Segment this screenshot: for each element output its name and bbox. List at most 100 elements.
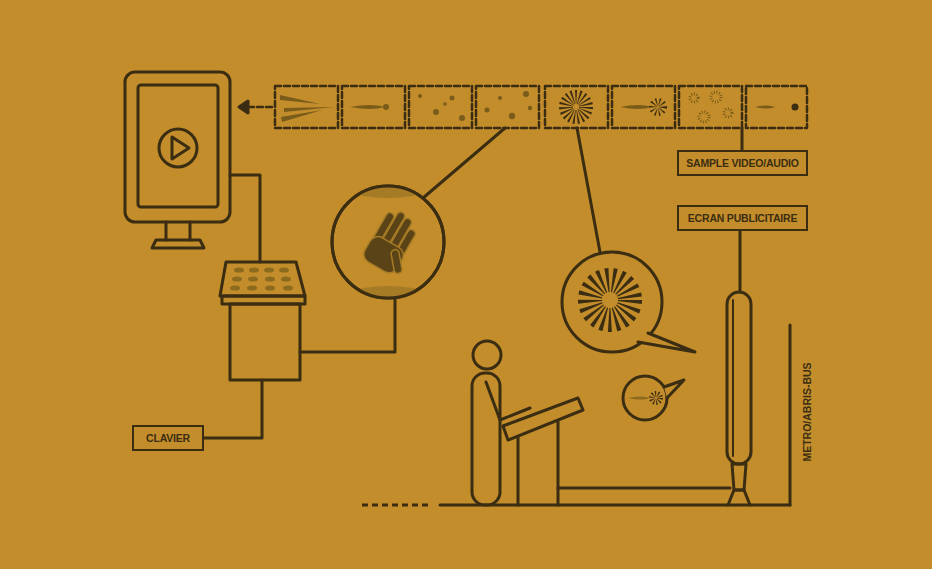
speech-bubble [623,376,684,420]
label-box: SAMPLE VIDEO/AUDIO [677,150,808,176]
leader-line [741,128,744,150]
burst [653,102,663,112]
key [248,276,258,281]
key [249,267,259,272]
wire [558,487,730,490]
screen-foot [728,490,750,505]
play-circle [159,129,197,167]
key [264,267,274,272]
burst [590,280,630,320]
motif [485,108,490,113]
leader-line [739,231,742,292]
palm [361,233,407,276]
drop [628,397,650,400]
frame [679,86,742,128]
motif [459,115,465,121]
motif [280,95,334,122]
motif [620,105,652,109]
wire [230,175,260,262]
label-box: ECRAN PUBLICITAIRE [677,205,808,231]
bubble-tail [638,333,695,352]
keys [230,267,293,290]
screen-edge [732,300,734,456]
leader-line [577,128,600,252]
frame [476,86,539,128]
hand-icon [361,206,429,280]
frame [545,86,608,128]
frame [746,86,807,128]
frame [275,86,338,128]
motif [350,105,385,109]
podium-top [503,398,583,440]
rings [690,92,732,122]
play-triangle [172,137,189,159]
frame [409,86,472,128]
motif [383,104,389,110]
ground-dashed [362,504,432,507]
key [232,276,242,281]
touch-callout [332,174,444,310]
key [265,285,275,290]
key [234,267,244,272]
dashed-arrow [246,106,272,109]
key [247,285,257,290]
frame [612,86,675,128]
keypad [220,262,305,296]
ground [440,504,790,507]
label-box: CLAVIER [132,425,204,451]
ad-screen [727,292,751,505]
box-text: ECRAN PUBLICITAIRE [688,212,797,224]
monitor [125,72,230,248]
callout-circle [332,186,444,298]
kiosk-body [230,304,300,380]
key [283,285,293,290]
motif [443,102,447,106]
thumb [391,249,403,274]
leader-line [423,128,505,198]
kiosk [220,262,305,380]
podium [503,398,583,505]
speech-bubble [562,252,695,352]
motif [433,109,439,115]
frame-motifs [280,91,799,122]
burst [566,97,586,117]
box-text: SAMPLE VIDEO/AUDIO [686,157,799,169]
motif [528,106,532,110]
screen-body [727,292,751,464]
head [473,341,501,369]
frame [342,86,405,128]
arrow-head [239,101,248,113]
bubble [623,376,667,420]
bubble-tail [664,380,684,398]
ring [724,109,732,117]
ring [699,112,709,122]
body [472,373,500,505]
motif [418,94,422,98]
key [279,267,289,272]
place-label: METRO/ABRIS-BUS [800,362,812,461]
monitor-base [152,240,204,248]
box-text: CLAVIER [146,432,190,444]
wire [300,299,395,352]
key [281,276,291,281]
screen-stand [732,464,746,490]
callout-outline [332,186,444,298]
monitor-screen [138,85,218,207]
arm [486,382,530,420]
monitor-frame [125,72,230,222]
motif [523,91,529,97]
key [265,276,275,281]
motif [755,106,775,109]
filmstrip [239,86,807,128]
motif [792,104,799,111]
key [230,285,240,290]
ring [711,92,721,102]
wall [789,325,792,505]
wire [204,380,262,438]
motif [498,96,502,100]
motif [509,113,515,119]
monitor-neck [166,222,190,240]
motif [450,96,455,101]
ring [690,94,698,102]
